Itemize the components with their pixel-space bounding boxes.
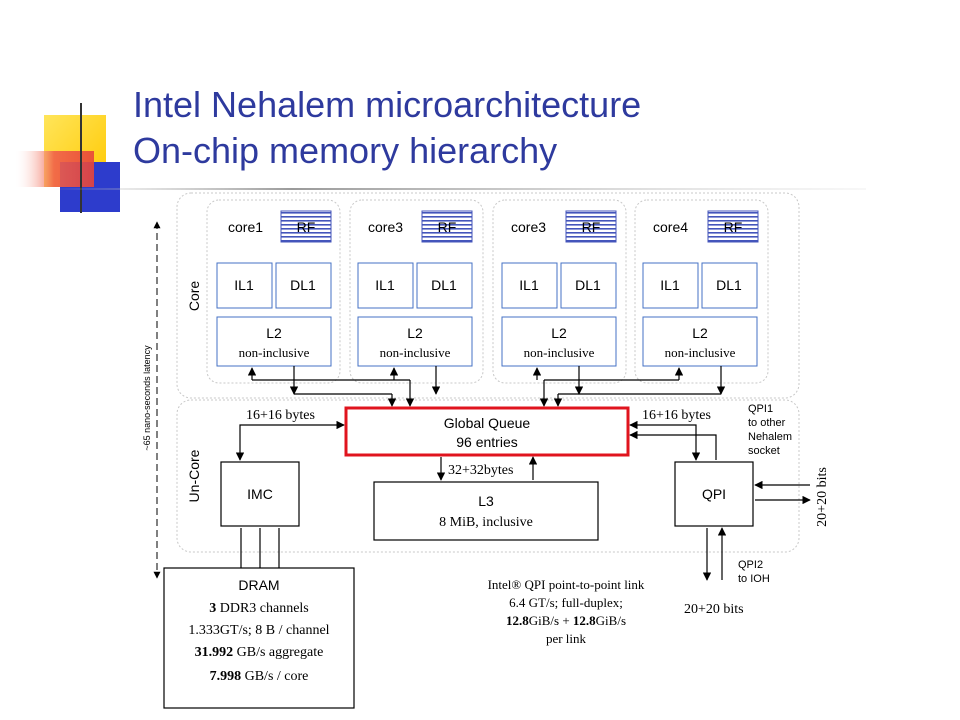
- svg-text:to other: to other: [748, 417, 786, 429]
- svg-text:per link: per link: [546, 631, 587, 646]
- register-file-icon: [421, 210, 473, 243]
- svg-text:L2: L2: [407, 325, 423, 341]
- latency-label: ~65 nano-seconds latency: [142, 345, 152, 451]
- memory-channels: [240, 528, 280, 568]
- svg-text:non-inclusive: non-inclusive: [239, 345, 310, 360]
- core-1-name: core1: [228, 219, 263, 235]
- imc-queue-connections: [235, 420, 345, 461]
- svg-text:L2: L2: [551, 325, 567, 341]
- svg-text:IL1: IL1: [660, 277, 680, 293]
- core-4-name: core4: [653, 219, 688, 235]
- title-line-2: On-chip memory hierarchy: [133, 130, 558, 171]
- svg-text:DL1: DL1: [575, 277, 601, 293]
- core-2-l2: [357, 316, 473, 367]
- svg-text:8 MiB, inclusive: 8 MiB, inclusive: [439, 515, 533, 530]
- decorative-squares: [14, 103, 866, 213]
- svg-text:non-inclusive: non-inclusive: [380, 345, 451, 360]
- title-line-1: Intel Nehalem microarchitecture: [133, 84, 642, 125]
- svg-text:Nehalem: Nehalem: [748, 431, 792, 443]
- qpi-note: Intel® QPI point-to-point link 6.4 GT/s;…: [488, 577, 645, 646]
- dram-channels: 3 DDR3 channels: [209, 601, 309, 616]
- core-2: core3 RF IL1 DL1 L2 non-inclusive: [349, 199, 484, 384]
- svg-text:non-inclusive: non-inclusive: [524, 345, 595, 360]
- svg-text:DL1: DL1: [716, 277, 742, 293]
- svg-text:QPI: QPI: [702, 486, 726, 502]
- core-2-dl1: [416, 262, 473, 309]
- core-4-l2: [642, 316, 758, 367]
- core-3-name: core3: [511, 219, 546, 235]
- core-2-rf-label: RF: [438, 219, 457, 235]
- slide-title: Intel Nehalem microarchitecture On-chip …: [133, 82, 913, 174]
- core-4-il1: [642, 262, 699, 309]
- svg-text:Intel® QPI point-to-point link: Intel® QPI point-to-point link: [488, 577, 645, 592]
- core-1: core1 RF IL1 DL1 L2 non-inclusive: [206, 199, 341, 384]
- dram-rate: 1.333GT/s; 8 B / channel: [188, 623, 329, 638]
- svg-text:DL1: DL1: [290, 277, 316, 293]
- core-4-dl1: [701, 262, 758, 309]
- qpi1-bits-label: 20+20 bits: [815, 467, 830, 527]
- register-file-icon: [280, 210, 332, 243]
- bandwidth-right-label: 16+16 bytes: [642, 408, 711, 423]
- svg-text:L3: L3: [478, 493, 494, 509]
- core-1-dl1: [275, 262, 332, 309]
- svg-text:IMC: IMC: [247, 486, 273, 502]
- dram-per-core: 7.998 GB/s / core: [210, 669, 309, 684]
- dram-aggregate: 31.992 GB/s aggregate: [195, 645, 324, 660]
- core-3-rf-label: RF: [582, 219, 601, 235]
- svg-text:IL1: IL1: [519, 277, 539, 293]
- register-file-icon: [707, 210, 759, 243]
- l3-bandwidth-label: 32+32bytes: [448, 463, 513, 478]
- core-1-rf-label: RF: [297, 219, 316, 235]
- svg-text:non-inclusive: non-inclusive: [665, 345, 736, 360]
- uncore-region-label: Un-Core: [186, 449, 202, 502]
- core-region-label: Core: [186, 281, 202, 312]
- queue-l3-connections: [436, 456, 538, 481]
- qpi2-bits-label: 20+20 bits: [684, 602, 744, 617]
- svg-text:to IOH: to IOH: [738, 573, 770, 585]
- core-3-dl1: [560, 262, 617, 309]
- qpi-queue-connections: [629, 420, 717, 461]
- core-3: core3 RF IL1 DL1 L2 non-inclusive: [492, 199, 627, 384]
- l3-cache: L3 8 MiB, inclusive: [373, 481, 599, 541]
- bandwidth-left-label: 16+16 bytes: [246, 408, 315, 423]
- dram-title: DRAM: [238, 577, 279, 593]
- svg-text:DL1: DL1: [431, 277, 457, 293]
- qpi-external-links: [702, 480, 811, 581]
- core-4: core4 RF IL1 DL1 L2 non-inclusive: [634, 199, 769, 384]
- core-queue-connections: [247, 366, 726, 407]
- core-1-l2: [216, 316, 332, 367]
- register-file-icon: [565, 210, 617, 243]
- svg-text:socket: socket: [748, 445, 780, 457]
- core-3-il1: [501, 262, 558, 309]
- qpi2-label: QPI2: [738, 559, 763, 571]
- svg-text:L2: L2: [692, 325, 708, 341]
- global-queue-title: Global Queue: [444, 415, 531, 431]
- svg-text:IL1: IL1: [375, 277, 395, 293]
- core-2-il1: [357, 262, 414, 309]
- qpi1-label: QPI1: [748, 403, 773, 415]
- svg-text:L2: L2: [266, 325, 282, 341]
- dram-box: DRAM 3 DDR3 channels 1.333GT/s; 8 B / ch…: [163, 567, 355, 709]
- global-queue: Global Queue 96 entries: [344, 406, 630, 457]
- svg-text:12.8GiB/s + 12.8GiB/s: 12.8GiB/s + 12.8GiB/s: [506, 613, 626, 628]
- core-3-l2: [501, 316, 617, 367]
- core-1-il1: [216, 262, 273, 309]
- global-queue-entries: 96 entries: [456, 434, 517, 450]
- svg-text:6.4 GT/s; full-duplex;: 6.4 GT/s; full-duplex;: [509, 595, 623, 610]
- imc-box: IMC: [220, 461, 300, 527]
- svg-text:IL1: IL1: [234, 277, 254, 293]
- core-4-rf-label: RF: [724, 219, 743, 235]
- qpi-box: QPI: [674, 461, 754, 527]
- core-2-name: core3: [368, 219, 403, 235]
